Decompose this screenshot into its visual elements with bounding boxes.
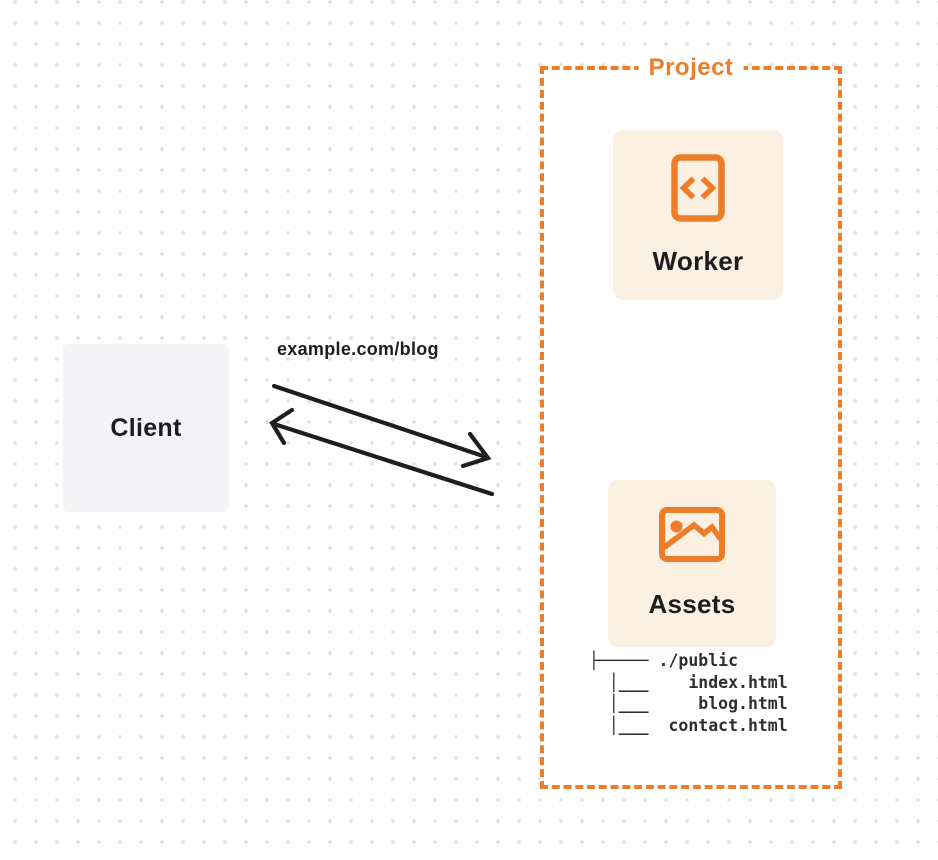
- image-icon: [659, 507, 725, 562]
- image-sun-dot: [670, 520, 683, 533]
- worker-node: Worker: [613, 130, 783, 300]
- tree-line-public: ├───── ./public: [589, 651, 739, 670]
- worker-label: Worker: [652, 245, 744, 276]
- client-label: Client: [110, 413, 182, 442]
- assets-node: Assets: [608, 480, 776, 647]
- request-arrowhead-icon: [460, 431, 492, 469]
- code-document-icon: [671, 153, 725, 222]
- assets-label: Assets: [648, 589, 736, 619]
- tree-line-contact: │___ contact.html: [589, 715, 788, 735]
- image-mountain-line: [662, 521, 723, 550]
- client-node: Client: [63, 344, 229, 512]
- project-label: Project: [638, 53, 744, 82]
- tree-line-blog: │___ blog.html: [589, 694, 788, 713]
- request-url-label: example.com/blog: [277, 339, 439, 359]
- assets-file-tree: ├───── ./public │___ index.html │___ blo…: [589, 650, 788, 736]
- response-arrow-line: [271, 421, 495, 497]
- response-arrowhead-icon: [269, 407, 295, 446]
- tree-line-index: │___ index.html: [589, 672, 788, 692]
- request-arrow-line: [271, 383, 489, 460]
